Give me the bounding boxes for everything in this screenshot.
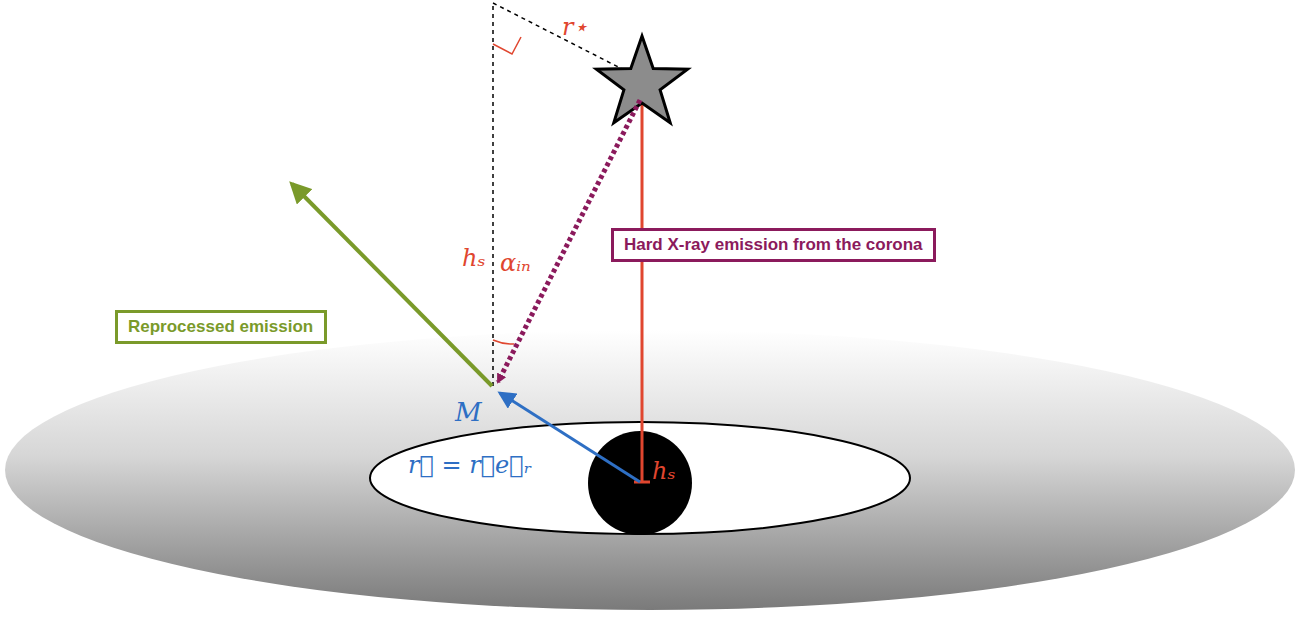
label-box: Hard X-ray emission from the corona <box>611 228 936 262</box>
height-label: hₛ <box>652 458 676 484</box>
right-angle-mark <box>493 37 521 54</box>
height-line <box>641 96 644 482</box>
angle-arc <box>493 340 514 344</box>
box-text: Reprocessed emission <box>128 317 314 337</box>
box-text: Hard X-ray emission from the corona <box>624 235 923 255</box>
vector-label: r⃗ = r⋆e⃗ᵣ <box>408 452 532 478</box>
vertical-dashed <box>492 3 494 386</box>
height-label: hₛ <box>462 245 486 271</box>
inner-hole <box>370 422 910 534</box>
corona-star <box>596 36 687 123</box>
accretion-disk <box>5 330 1295 610</box>
distance-label: r⋆ <box>562 14 588 40</box>
label-box: Reprocessed emission <box>115 310 327 344</box>
point-label: M <box>455 398 482 427</box>
reprocessed-arrow <box>292 184 492 386</box>
top-dashed <box>493 3 632 74</box>
black-hole <box>588 431 692 535</box>
angle-label: αᵢₙ <box>500 250 531 276</box>
